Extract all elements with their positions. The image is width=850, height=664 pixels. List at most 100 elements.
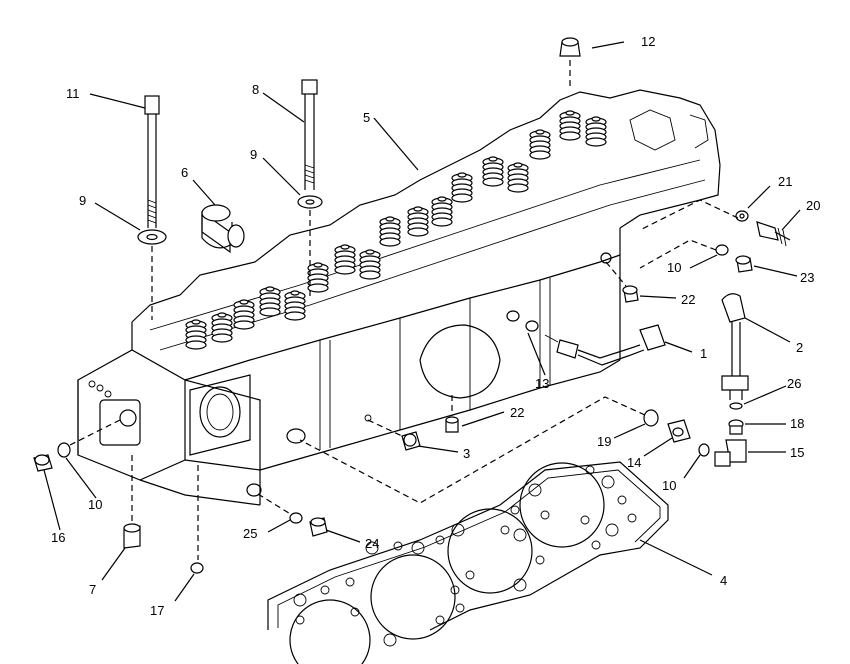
washer-10-right xyxy=(715,244,729,256)
gasket-hole xyxy=(455,603,465,613)
callout-labels: 1 2 3 4 5 6 7 8 9 9 10 10 10 11 12 13 14… xyxy=(51,34,820,618)
callout-10-left: 10 xyxy=(88,497,102,512)
callout-10-mid: 10 xyxy=(662,478,676,493)
valve-spring xyxy=(259,286,281,317)
callout-2: 2 xyxy=(796,340,803,355)
plug-24 xyxy=(309,517,328,537)
callout-11: 11 xyxy=(66,86,80,101)
valve-springs xyxy=(185,110,607,350)
washer-10-left xyxy=(57,442,71,458)
elbow-15 xyxy=(714,439,747,467)
callout-22-upper: 22 xyxy=(681,292,695,307)
callout-17: 17 xyxy=(150,603,164,618)
washer-10-mid xyxy=(698,443,710,457)
valve-spring xyxy=(379,216,401,247)
gasket-hole xyxy=(591,540,601,550)
callout-26: 26 xyxy=(787,376,801,391)
washer-19 xyxy=(643,409,659,427)
gasket-hole xyxy=(365,541,379,555)
plug-22-lower xyxy=(445,416,459,433)
callout-5: 5 xyxy=(363,110,370,125)
gasket-hole xyxy=(383,633,397,647)
gasket-hole xyxy=(320,585,330,595)
o-ring-26 xyxy=(729,402,743,410)
callout-16: 16 xyxy=(51,530,65,545)
valve-spring xyxy=(233,299,255,330)
valve-spring xyxy=(334,244,356,275)
callout-10-right: 10 xyxy=(667,260,681,275)
valve-spring xyxy=(585,116,607,147)
callout-14: 14 xyxy=(627,455,641,470)
valve-spring xyxy=(284,290,306,321)
valve-spring xyxy=(407,206,429,237)
valve-spring xyxy=(529,129,551,160)
gasket-hole xyxy=(605,523,619,537)
callout-13: 13 xyxy=(535,376,549,391)
gasket-hole xyxy=(411,541,425,555)
washer-17 xyxy=(190,562,204,574)
valve-spring xyxy=(185,319,207,350)
callout-15: 15 xyxy=(790,445,804,460)
valve-spring xyxy=(359,249,381,280)
gasket-hole xyxy=(540,510,550,520)
callout-25: 25 xyxy=(243,526,257,541)
plug-23 xyxy=(735,255,753,273)
washer-25 xyxy=(289,512,303,524)
gasket-hole xyxy=(295,615,305,625)
callout-4: 4 xyxy=(720,573,727,588)
callout-22-lower: 22 xyxy=(510,405,524,420)
callout-9-right: 9 xyxy=(250,147,257,162)
plug-top xyxy=(559,37,581,88)
fitting-20 xyxy=(756,221,791,247)
valve-spring xyxy=(482,156,504,187)
leader-lines xyxy=(43,41,801,602)
callout-9-left: 9 xyxy=(79,193,86,208)
callout-7: 7 xyxy=(89,582,96,597)
gasket-hole xyxy=(293,593,307,607)
gasket-hole xyxy=(435,615,445,625)
gasket-hole xyxy=(513,578,527,592)
gasket-hole xyxy=(435,535,445,545)
head-gasket xyxy=(267,461,669,664)
callout-23: 23 xyxy=(800,270,814,285)
valve-spring xyxy=(307,262,329,293)
callout-12: 12 xyxy=(641,34,655,49)
gasket-hole xyxy=(528,483,542,497)
gasket-hole xyxy=(500,525,510,535)
gasket-hole xyxy=(393,541,403,551)
gasket-hole xyxy=(345,577,355,587)
plug-3 xyxy=(401,431,421,451)
valve-spring xyxy=(211,312,233,343)
callout-20: 20 xyxy=(806,198,820,213)
sleeve xyxy=(201,204,245,254)
valve-spring xyxy=(559,110,581,141)
gasket-hole xyxy=(535,555,545,565)
callout-21: 21 xyxy=(778,174,792,189)
callout-8: 8 xyxy=(252,82,259,97)
gasket-hole xyxy=(510,505,520,515)
callout-19: 19 xyxy=(597,434,611,449)
callout-24: 24 xyxy=(365,536,379,551)
valve-spring xyxy=(451,172,473,203)
gasket-hole xyxy=(617,495,627,505)
plug-22-upper xyxy=(622,285,639,303)
gasket-hole xyxy=(627,513,637,523)
head-bolt-short xyxy=(301,79,318,190)
head-bolt-long xyxy=(144,95,160,228)
valve-spring xyxy=(507,162,529,193)
callout-3: 3 xyxy=(463,446,470,461)
gasket-hole xyxy=(601,475,615,489)
plug-16 xyxy=(33,454,53,472)
callout-6: 6 xyxy=(181,165,188,180)
callout-1: 1 xyxy=(700,346,707,361)
tube-assembly xyxy=(721,293,749,400)
nut-7 xyxy=(123,523,141,549)
gasket-hole xyxy=(585,465,595,475)
plug-14 xyxy=(667,419,691,443)
valve-spring xyxy=(431,196,453,227)
cylinder-head xyxy=(77,89,721,506)
gasket-hole xyxy=(451,523,465,537)
gasket-hole xyxy=(513,528,527,542)
